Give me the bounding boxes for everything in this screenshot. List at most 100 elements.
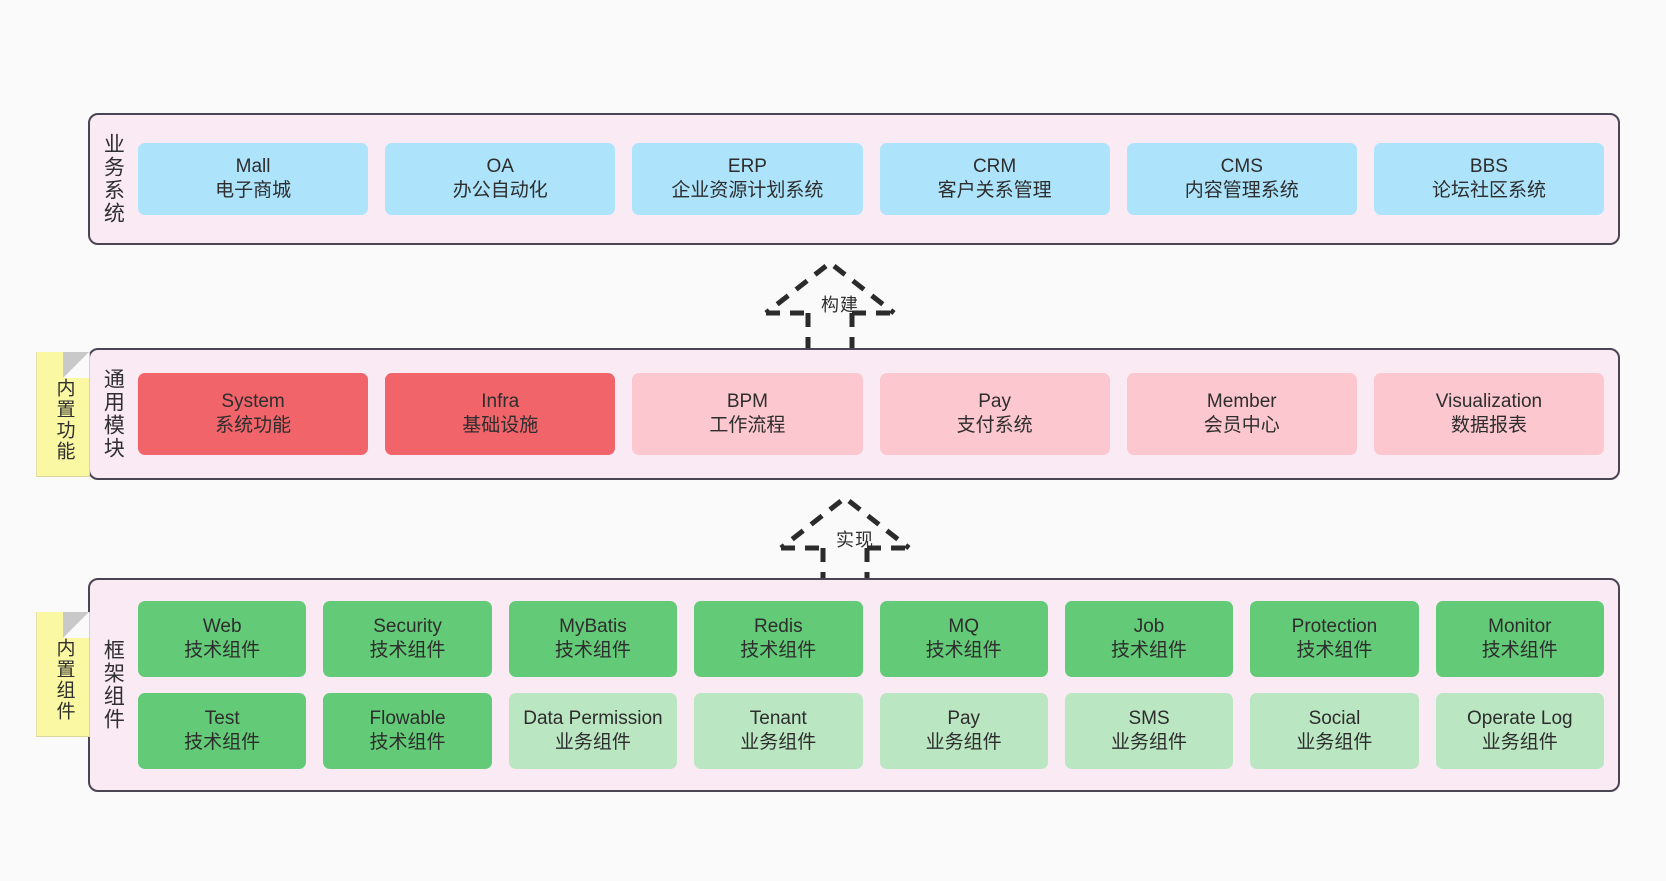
cell-title: OA — [486, 155, 514, 177]
note-builtin-component: 内置组件 — [36, 612, 90, 737]
cell-subtitle: 论坛社区系统 — [1431, 180, 1546, 201]
cell-member[interactable]: Member 会员中心 — [1126, 373, 1357, 455]
arrow-left-wing — [779, 499, 843, 550]
cell-title: CRM — [972, 155, 1017, 177]
cell-title: SMS — [1128, 707, 1170, 729]
cell-data-permission[interactable]: Data Permission 业务组件 — [508, 693, 678, 769]
cell-crm[interactable]: CRM 客户关系管理 — [879, 143, 1110, 215]
note-label: 内置组件 — [53, 638, 75, 722]
cell-title: Member — [1206, 390, 1277, 412]
cell-subtitle: 业务组件 — [740, 732, 817, 753]
cell-subtitle: 支付系统 — [956, 415, 1033, 436]
cell-redis[interactable]: Redis 技术组件 — [694, 601, 863, 677]
cell-subtitle: 工作流程 — [709, 415, 786, 436]
cell-social[interactable]: Social 业务组件 — [1250, 693, 1419, 769]
cell-subtitle: 技术组件 — [1111, 640, 1188, 661]
cell-row: Web 技术组件 Security 技术组件 MyBatis 技术组件 Redi… — [138, 601, 1604, 677]
cell-web[interactable]: Web 技术组件 — [138, 601, 307, 677]
cell-title: MyBatis — [559, 615, 627, 637]
cell-subtitle: 技术组件 — [1481, 640, 1558, 661]
cell-erp[interactable]: ERP 企业资源计划系统 — [632, 143, 863, 215]
cell-row: Test 技术组件 Flowable 技术组件 Data Permission … — [138, 693, 1604, 769]
cell-cms[interactable]: CMS 内容管理系统 — [1126, 143, 1357, 215]
layer-framework-component: 框架组件 Web 技术组件 Security 技术组件 MyBatis 技术组件… — [88, 578, 1620, 792]
cell-subtitle: 业务组件 — [1296, 732, 1373, 753]
cell-pay-module[interactable]: Pay 支付系统 — [879, 373, 1110, 455]
cell-flowable[interactable]: Flowable 技术组件 — [323, 693, 492, 769]
arrow-right-wing — [847, 499, 911, 550]
cell-title: Monitor — [1488, 615, 1552, 637]
cell-sms[interactable]: SMS 业务组件 — [1064, 693, 1234, 769]
cell-title: Social — [1308, 707, 1361, 729]
cell-subtitle: 技术组件 — [369, 640, 446, 661]
cell-title: Infra — [481, 390, 520, 412]
layer-title-framework-component: 框架组件 — [101, 639, 125, 731]
layer-title-business-system: 业务系统 — [101, 133, 125, 225]
cell-row: Mall 电子商城 OA 办公自动化 ERP 企业资源计划系统 CRM 客户关系… — [138, 143, 1605, 215]
cell-title: Data Permission — [523, 707, 663, 729]
cell-title: Web — [202, 615, 242, 637]
cell-protection[interactable]: Protection 技术组件 — [1250, 601, 1419, 677]
cell-title: Visualization — [1435, 390, 1543, 412]
cell-subtitle: 业务组件 — [1481, 732, 1558, 753]
cell-bpm[interactable]: BPM 工作流程 — [632, 373, 863, 455]
cell-title: Redis — [754, 615, 803, 637]
cell-pay-component[interactable]: Pay 业务组件 — [879, 693, 1048, 769]
cell-title: CMS — [1220, 155, 1263, 177]
cell-system[interactable]: System 系统功能 — [138, 373, 369, 455]
cell-mybatis[interactable]: MyBatis 技术组件 — [508, 601, 678, 677]
cell-oa[interactable]: OA 办公自动化 — [385, 143, 616, 215]
layer-title-common-module: 通用模块 — [101, 368, 125, 460]
cell-subtitle: 电子商城 — [215, 180, 292, 201]
cell-bbs[interactable]: BBS 论坛社区系统 — [1373, 143, 1605, 215]
cell-tenant[interactable]: Tenant 业务组件 — [694, 693, 863, 769]
cell-title: Operate Log — [1466, 707, 1573, 729]
cell-mall[interactable]: Mall 电子商城 — [138, 143, 369, 215]
cell-subtitle: 技术组件 — [740, 640, 817, 661]
cell-subtitle: 业务组件 — [554, 732, 631, 753]
cell-title: Protection — [1291, 615, 1378, 637]
layer-business-system: 业务系统 Mall 电子商城 OA 办公自动化 ERP 企业资源计划系统 CRM… — [88, 113, 1620, 245]
cell-title: Tenant — [749, 707, 807, 729]
cell-title: Security — [373, 615, 442, 637]
cell-subtitle: 技术组件 — [369, 732, 446, 753]
cell-security[interactable]: Security 技术组件 — [323, 601, 492, 677]
cell-mq[interactable]: MQ 技术组件 — [879, 601, 1048, 677]
cell-subtitle: 业务组件 — [1111, 732, 1188, 753]
cell-visualization[interactable]: Visualization 数据报表 — [1373, 373, 1605, 455]
note-builtin-feature: 内置功能 — [36, 352, 90, 477]
cell-job[interactable]: Job 技术组件 — [1064, 601, 1234, 677]
cell-title: MQ — [948, 615, 979, 637]
cell-test[interactable]: Test 技术组件 — [138, 693, 307, 769]
cell-subtitle: 技术组件 — [554, 640, 631, 661]
cell-title: Flowable — [369, 707, 446, 729]
cell-subtitle: 企业资源计划系统 — [671, 180, 824, 201]
cell-title: ERP — [727, 155, 767, 177]
cell-subtitle: 内容管理系统 — [1184, 180, 1299, 201]
cell-title: Mall — [235, 155, 271, 177]
cell-subtitle: 基础设施 — [462, 415, 539, 436]
layer-common-module: 通用模块 System 系统功能 Infra 基础设施 BPM 工作流程 Pay… — [88, 348, 1620, 480]
cell-subtitle: 技术组件 — [184, 640, 261, 661]
cell-subtitle: 技术组件 — [925, 640, 1002, 661]
note-label: 内置功能 — [53, 378, 75, 462]
cell-subtitle: 业务组件 — [925, 732, 1002, 753]
connector-implement-label: 实现 — [836, 530, 874, 550]
cell-title: BBS — [1469, 155, 1508, 177]
cell-title: System — [221, 390, 285, 412]
cell-infra[interactable]: Infra 基础设施 — [385, 373, 616, 455]
cell-subtitle: 技术组件 — [184, 732, 261, 753]
layer-body-business-system: Mall 电子商城 OA 办公自动化 ERP 企业资源计划系统 CRM 客户关系… — [134, 115, 1618, 243]
cell-title: BPM — [726, 390, 769, 412]
cell-subtitle: 会员中心 — [1203, 415, 1280, 436]
cell-subtitle: 系统功能 — [215, 415, 292, 436]
cell-subtitle: 技术组件 — [1296, 640, 1373, 661]
cell-title: Pay — [978, 390, 1011, 412]
arrow-right-wing — [832, 264, 896, 315]
cell-monitor[interactable]: Monitor 技术组件 — [1435, 601, 1604, 677]
cell-operate-log[interactable]: Operate Log 业务组件 — [1435, 693, 1604, 769]
layer-body-common-module: System 系统功能 Infra 基础设施 BPM 工作流程 Pay 支付系统… — [134, 350, 1618, 478]
cell-row: System 系统功能 Infra 基础设施 BPM 工作流程 Pay 支付系统… — [138, 373, 1605, 455]
layer-body-framework-component: Web 技术组件 Security 技术组件 MyBatis 技术组件 Redi… — [134, 580, 1618, 790]
